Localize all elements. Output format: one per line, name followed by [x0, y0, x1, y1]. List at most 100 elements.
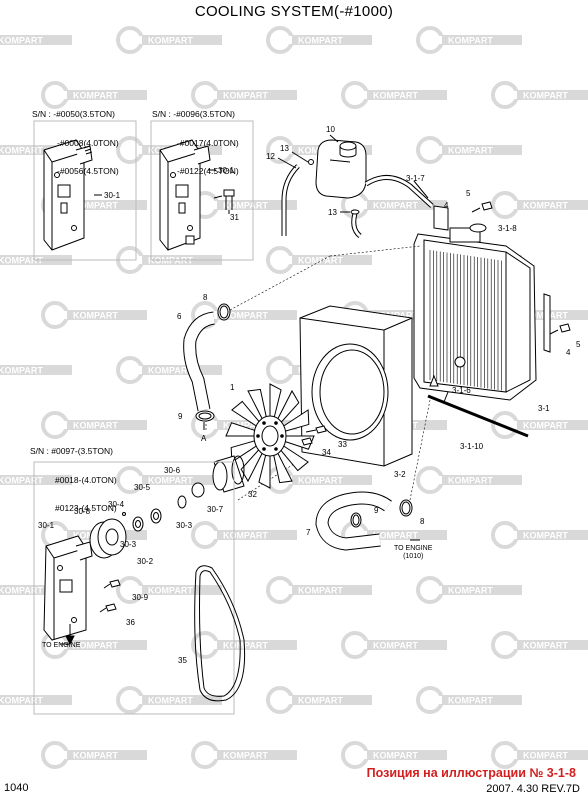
callout-34: 34: [322, 448, 331, 457]
watermark-logo: KOMPART: [116, 576, 222, 604]
serial-line: S/N : -#0050(3.5TON): [32, 109, 115, 119]
watermark-text: KOMPART: [298, 36, 343, 46]
watermark-text: KOMPART: [448, 476, 493, 486]
note-line: TO ENGINE: [394, 545, 433, 552]
serial-line: S/N : #0097-(3.5TON): [30, 446, 113, 456]
callout-3-2: 3-2: [394, 470, 406, 479]
page-number: 1040: [4, 782, 29, 794]
mount-plate-variant-1: [33, 120, 137, 261]
watermark-text: KOMPART: [373, 201, 418, 211]
watermark-logo: KOMPART: [416, 26, 522, 54]
watermark-logo: KOMPART: [0, 35, 72, 46]
watermark-logo: KOMPART: [116, 26, 222, 54]
callout-5: 5: [576, 340, 581, 349]
watermark-logo: KOMPART: [416, 576, 522, 604]
callout-13: 13: [280, 144, 289, 153]
mount-plate-variant-2: [150, 120, 254, 261]
watermark-logo: KOMPART: [116, 356, 222, 384]
watermark-logo: KOMPART: [0, 695, 72, 706]
watermark-text: KOMPART: [73, 641, 118, 651]
watermark-text: KOMPART: [73, 201, 118, 211]
page-title: COOLING SYSTEM(-#1000): [194, 3, 394, 20]
watermark-text: KOMPART: [298, 476, 343, 486]
watermark-text: KOMPART: [298, 586, 343, 596]
callout-5: 5: [466, 189, 471, 198]
watermark-text: KOMPART: [223, 201, 268, 211]
watermark-text: KOMPART: [0, 146, 43, 156]
callout-3-1-10: 3-1-10: [460, 442, 484, 451]
watermark-text: KOMPART: [223, 751, 268, 761]
callout-30-5: 30-5: [134, 483, 151, 492]
note-to-engine: TO ENGINE: [42, 642, 81, 649]
watermark-logo: KOMPART: [491, 631, 588, 659]
watermark-text: KOMPART: [448, 146, 493, 156]
watermark-text: KOMPART: [448, 36, 493, 46]
watermark-logo: KOMPART: [266, 576, 372, 604]
fan-spacer: [212, 455, 245, 493]
position-caption: Позиция на иллюстрации № 3-1-8: [366, 766, 576, 780]
callout-30-1: 30-1: [38, 521, 55, 530]
watermark-logo: KOMPART: [116, 686, 222, 714]
callout-30-6: 30-6: [164, 466, 181, 475]
callout-13: 13: [328, 208, 337, 217]
watermark-logo: KOMPART: [266, 246, 372, 274]
callout-9: 9: [178, 412, 183, 421]
serial-group-1: S/N : -#0050(3.5TON) -#0008(4.0TON) -#00…: [32, 91, 119, 196]
watermark-text: KOMPART: [523, 91, 568, 101]
watermark-logo: KOMPART: [41, 411, 147, 439]
watermark-logo: KOMPART: [266, 686, 372, 714]
revision-stamp: 2007. 4.30 REV.7D: [486, 783, 580, 795]
watermark-logo: KOMPART: [491, 411, 588, 439]
coolant-reservoir: [277, 134, 434, 238]
watermark-logo: KOMPART: [416, 466, 522, 494]
callout-8: 8: [203, 293, 208, 302]
callout-30-3: 30-3: [176, 521, 193, 530]
serial-line: #0018-(4.0TON): [55, 474, 117, 485]
callout-32: 32: [248, 490, 257, 499]
fan-blade: [258, 452, 271, 489]
lower-hose: [315, 491, 420, 551]
serial-line: #0123-(4.5TON): [55, 503, 117, 513]
radiator: [413, 201, 571, 438]
watermark-logo: KOMPART: [491, 741, 588, 769]
watermark-text: KOMPART: [73, 311, 118, 321]
callout-35: 35: [178, 656, 187, 665]
watermark-text: KOMPART: [0, 586, 43, 596]
watermark-logo: KOMPART: [491, 191, 588, 219]
watermark-logo: KOMPART: [191, 81, 297, 109]
callout-3-1-8: 3-1-8: [498, 224, 517, 233]
watermark-text: KOMPART: [73, 751, 118, 761]
watermark-logo: KOMPART: [0, 145, 72, 156]
watermark-logo: KOMPART: [0, 475, 72, 486]
callout-6: 6: [177, 312, 182, 321]
watermark-text: KOMPART: [523, 421, 568, 431]
callout-8: 8: [420, 517, 425, 526]
callout-10: 10: [326, 125, 335, 134]
watermark-logo: KOMPART: [491, 521, 588, 549]
watermark-text: KOMPART: [523, 751, 568, 761]
watermark-logo: KOMPART: [491, 81, 588, 109]
callout-30-3: 30-3: [120, 540, 137, 549]
callout-30-1: 30-1: [104, 191, 121, 200]
callout-33: 33: [338, 440, 347, 449]
watermark-logo: KOMPART: [0, 585, 72, 596]
radiator-fins: [429, 250, 502, 391]
fan-shroud: [299, 305, 413, 467]
watermark-text: KOMPART: [0, 696, 43, 706]
watermark-text: KOMPART: [148, 476, 193, 486]
watermark-text: KOMPART: [373, 91, 418, 101]
watermark-logo: KOMPART: [191, 741, 297, 769]
watermark-text: KOMPART: [373, 531, 418, 541]
callout-30-8: 30-8: [74, 507, 91, 516]
watermark-logo: KOMPART: [341, 741, 447, 769]
serial-line: S/N : -#0096(3.5TON): [152, 109, 235, 119]
watermark-text: KOMPART: [148, 366, 193, 376]
v-belt: [194, 565, 246, 702]
callout-7: 7: [306, 528, 311, 537]
callout-30-1: 30-1: [218, 166, 235, 175]
watermark-text: KOMPART: [523, 641, 568, 651]
watermark-text: KOMPART: [73, 91, 118, 101]
callout-30-7: 30-7: [207, 505, 224, 514]
watermark-text: KOMPART: [298, 696, 343, 706]
